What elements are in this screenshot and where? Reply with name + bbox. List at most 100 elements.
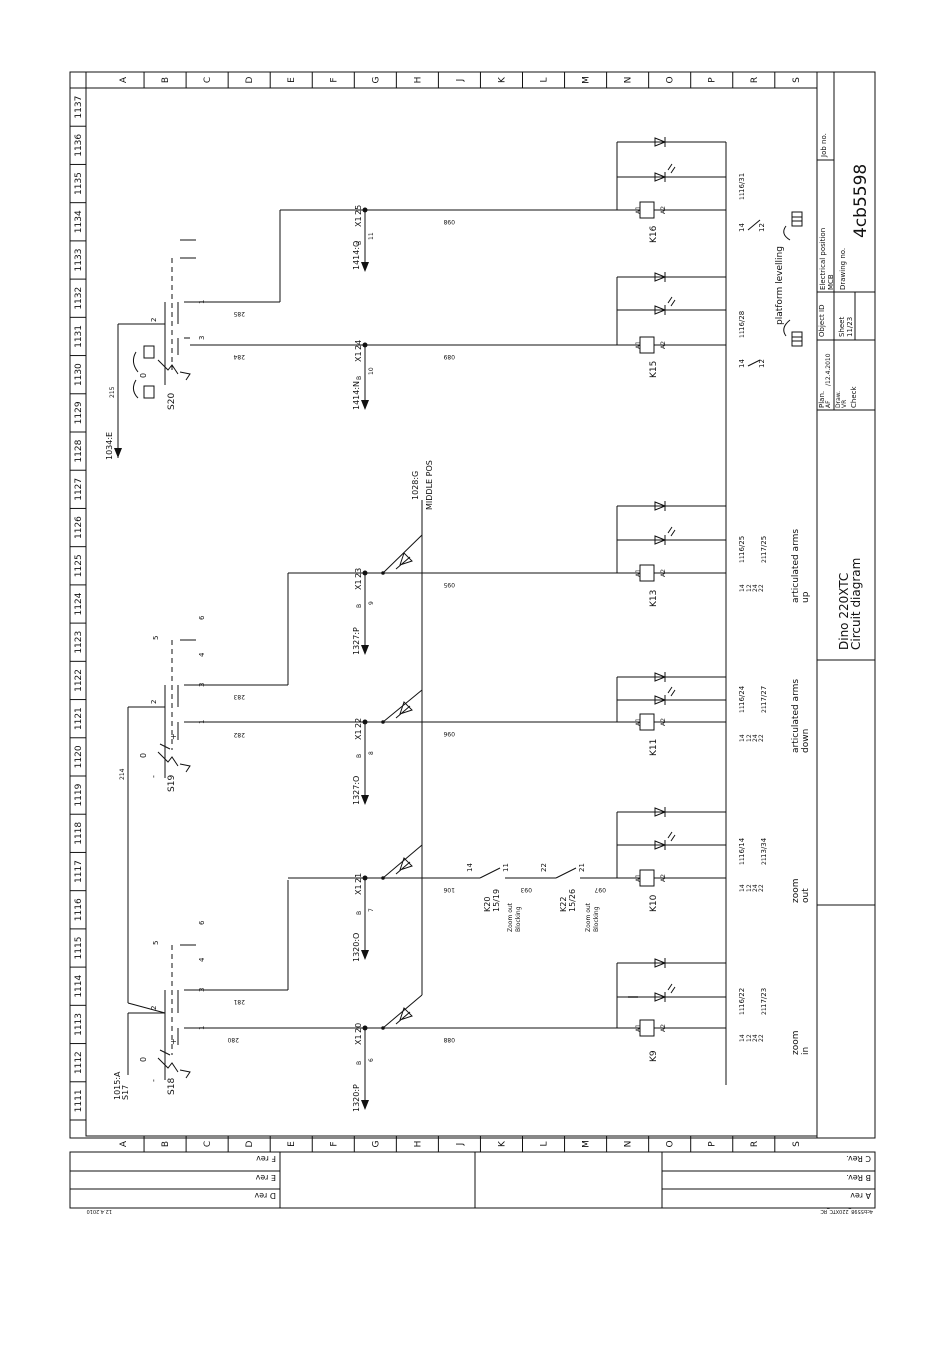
- row-label: 1115: [74, 937, 84, 960]
- svg-text:283: 283: [233, 693, 245, 700]
- column-label: F: [329, 77, 339, 82]
- svg-text:22: 22: [354, 718, 363, 728]
- row-label: 1137: [74, 96, 84, 119]
- s20-label: S20: [167, 393, 177, 410]
- svg-text:21: 21: [761, 857, 768, 865]
- svg-text:X1: X1: [354, 579, 363, 590]
- svg-text:4cb5598_220XTC_RC: 4cb5598_220XTC_RC: [820, 1208, 873, 1214]
- svg-text:15/26: 15/26: [568, 889, 577, 912]
- svg-text:106: 106: [443, 886, 455, 893]
- svg-text:285: 285: [233, 310, 245, 317]
- column-label: J: [455, 79, 465, 83]
- column-label: B: [161, 1141, 171, 1147]
- row-label: 1125: [74, 554, 84, 577]
- svg-text:11: 11: [739, 192, 746, 200]
- svg-text:10: 10: [368, 367, 375, 375]
- column-label: O: [666, 76, 676, 83]
- svg-text:24: 24: [752, 1034, 759, 1042]
- svg-text:9: 9: [368, 601, 375, 605]
- svg-text:B: B: [356, 376, 363, 380]
- column-label: L: [540, 77, 550, 82]
- svg-text:K10: K10: [649, 894, 659, 912]
- title-line-1: Dino 220XTC: [837, 573, 851, 650]
- row-label: 1121: [74, 707, 84, 730]
- circuit-k10: [288, 807, 726, 960]
- column-label: P: [708, 77, 718, 83]
- drawing-area: [85, 87, 818, 1137]
- svg-text:A2: A2: [660, 874, 667, 882]
- svg-text:16/25: 16/25: [738, 536, 746, 556]
- relay-labels: K9 K10 K11 K13 K15 K16 A1 A2 A1 A2 A1 A2…: [635, 206, 667, 1062]
- svg-text:Blocking: Blocking: [593, 906, 600, 932]
- svg-text:5: 5: [152, 636, 160, 640]
- svg-text:A2: A2: [660, 1024, 667, 1032]
- k20-label: K20: [483, 897, 492, 912]
- row-label: 1112: [74, 1051, 84, 1074]
- svg-text:21: 21: [761, 555, 768, 563]
- ref-1327p: 1327:P: [352, 627, 361, 655]
- title-block: Dino 220XTC Circuit diagram Plan. AF /12…: [816, 71, 876, 1139]
- svg-text:C Rev.: C Rev.: [846, 1154, 871, 1163]
- svg-text:K16: K16: [649, 225, 659, 243]
- svg-text:B: B: [356, 754, 363, 758]
- column-label: H: [413, 77, 423, 84]
- column-label: F: [329, 1141, 339, 1146]
- column-label: M: [582, 1140, 592, 1148]
- ref-1320p: 1320:P: [352, 1084, 361, 1112]
- circuit-k9: [190, 880, 726, 1110]
- switch-s19: S19 0 - + 2 1 3 4 6 5: [127, 615, 206, 1014]
- svg-text:20: 20: [354, 1023, 363, 1033]
- ref-1414o: 1414:O: [352, 241, 361, 270]
- wire-numbers: 280 281 282 283 284 285 088 106 093 097 …: [227, 218, 606, 1043]
- svg-text:23: 23: [354, 568, 363, 578]
- svg-text:22: 22: [758, 884, 765, 892]
- svg-text:2: 2: [150, 700, 158, 704]
- svg-text:A1: A1: [635, 1024, 642, 1032]
- ref-1320o: 1320:O: [352, 933, 361, 962]
- svg-text:A2: A2: [660, 341, 667, 349]
- svg-text:16/28: 16/28: [738, 311, 746, 331]
- svg-text:X1: X1: [354, 729, 363, 740]
- svg-text:12.4.2010: 12.4.2010: [87, 1208, 112, 1214]
- svg-text:2: 2: [150, 1006, 158, 1010]
- svg-text:B: B: [356, 604, 363, 608]
- ref-1327o: 1327:O: [352, 776, 361, 805]
- row-label: 1133: [74, 249, 84, 272]
- svg-text:284: 284: [233, 353, 245, 360]
- ref-1414n: 1414:N: [352, 381, 361, 410]
- svg-text:A2: A2: [660, 206, 667, 214]
- svg-text:Electrical position: Electrical position: [819, 228, 827, 290]
- svg-text:12: 12: [746, 1034, 753, 1042]
- ref-1015a: 1015:A: [113, 1071, 122, 1100]
- svg-text:11: 11: [739, 857, 746, 865]
- svg-text:Sheet: Sheet: [838, 317, 846, 337]
- svg-text:B: B: [356, 911, 363, 915]
- title-line-2: Circuit diagram: [849, 558, 863, 650]
- svg-text:0: 0: [139, 373, 148, 378]
- svg-text:14: 14: [738, 223, 746, 232]
- svg-text:Job no.: Job no.: [820, 133, 828, 158]
- svg-text:Zoom out: Zoom out: [585, 902, 592, 932]
- circuit-k15: [190, 272, 726, 410]
- svg-text:VR: VR: [841, 400, 848, 408]
- svg-text:11: 11: [739, 330, 746, 338]
- svg-text:11: 11: [739, 705, 746, 713]
- column-label: K: [497, 76, 507, 83]
- column-label: N: [624, 1141, 634, 1148]
- row-label: 1136: [74, 134, 84, 157]
- svg-text:A1: A1: [635, 341, 642, 349]
- svg-text:8: 8: [368, 751, 375, 755]
- column-label: S: [792, 1141, 802, 1147]
- svg-text:7: 7: [368, 908, 375, 912]
- svg-text:12: 12: [758, 223, 766, 232]
- svg-text:5: 5: [152, 941, 160, 945]
- svg-text:Draw.: Draw.: [835, 391, 842, 408]
- svg-text:095: 095: [443, 581, 455, 588]
- svg-text:6: 6: [198, 615, 206, 620]
- svg-text:+: +: [169, 733, 178, 740]
- svg-text:A1: A1: [635, 206, 642, 214]
- svg-text:12: 12: [758, 359, 766, 368]
- svg-text:282: 282: [233, 731, 245, 738]
